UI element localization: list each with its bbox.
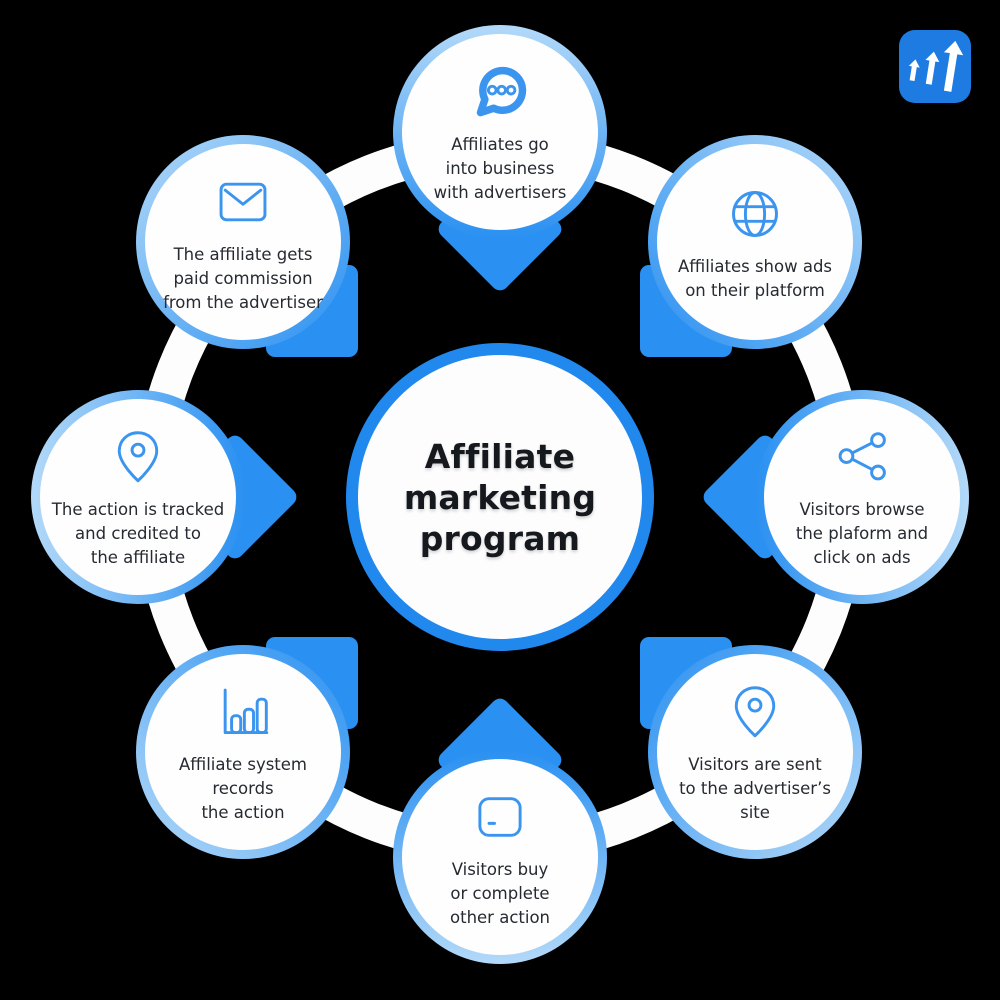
- step-node-records: Affiliate system records the action: [136, 637, 358, 859]
- node-circle: Visitors buy or complete other action: [393, 750, 607, 964]
- growth-arrows-icon: [908, 40, 964, 92]
- node-circle: Affiliates go into business with adverti…: [393, 25, 607, 239]
- step-label: Affiliates go into business with adverti…: [433, 134, 567, 202]
- node-circle: Affiliates show ads on their platform: [648, 135, 862, 349]
- envelope-icon: [211, 170, 275, 234]
- step-label: Affiliates show ads on their platform: [677, 256, 833, 300]
- payment-card-icon: [468, 785, 532, 849]
- location-pin-icon: [106, 425, 170, 489]
- step-label: Affiliate system records the action: [178, 754, 308, 822]
- growth-arrows-logo: [899, 30, 971, 103]
- share-nodes-icon: [830, 425, 894, 489]
- step-node-sent-to-site: Visitors are sent to the advertiser’s si…: [640, 637, 862, 859]
- hub-circle: Affiliate marketing program: [346, 343, 654, 651]
- step-label: The affiliate gets paid commission from …: [163, 244, 323, 312]
- bar-chart-icon: [211, 680, 275, 744]
- step-node-show-ads: Affiliates show ads on their platform: [640, 135, 862, 357]
- node-circle: Visitors are sent to the advertiser’s si…: [648, 645, 862, 859]
- step-node-browse: Visitors browse the plaform and click on…: [699, 390, 969, 604]
- globe-icon: [723, 182, 787, 246]
- step-node-buy: Visitors buy or complete other action: [393, 694, 607, 964]
- step-label: Visitors are sent to the advertiser’s si…: [679, 754, 831, 822]
- step-node-commission: The affiliate gets paid commission from …: [136, 135, 358, 357]
- location-pin-icon: [723, 680, 787, 744]
- node-circle: Affiliate system records the action: [136, 645, 350, 859]
- step-label: The action is tracked and credited to th…: [51, 499, 225, 567]
- chat-bubble-icon: [468, 60, 532, 124]
- diagram-title: Affiliate marketing program: [403, 436, 597, 558]
- node-circle: The affiliate gets paid commission from …: [136, 135, 350, 349]
- step-label: Visitors buy or complete other action: [450, 859, 550, 927]
- step-node-business: Affiliates go into business with adverti…: [393, 25, 607, 295]
- node-circle: Visitors browse the plaform and click on…: [755, 390, 969, 604]
- node-circle: The action is tracked and credited to th…: [31, 390, 245, 604]
- step-node-tracked: The action is tracked and credited to th…: [31, 390, 301, 604]
- step-label: Visitors browse the plaform and click on…: [795, 499, 929, 567]
